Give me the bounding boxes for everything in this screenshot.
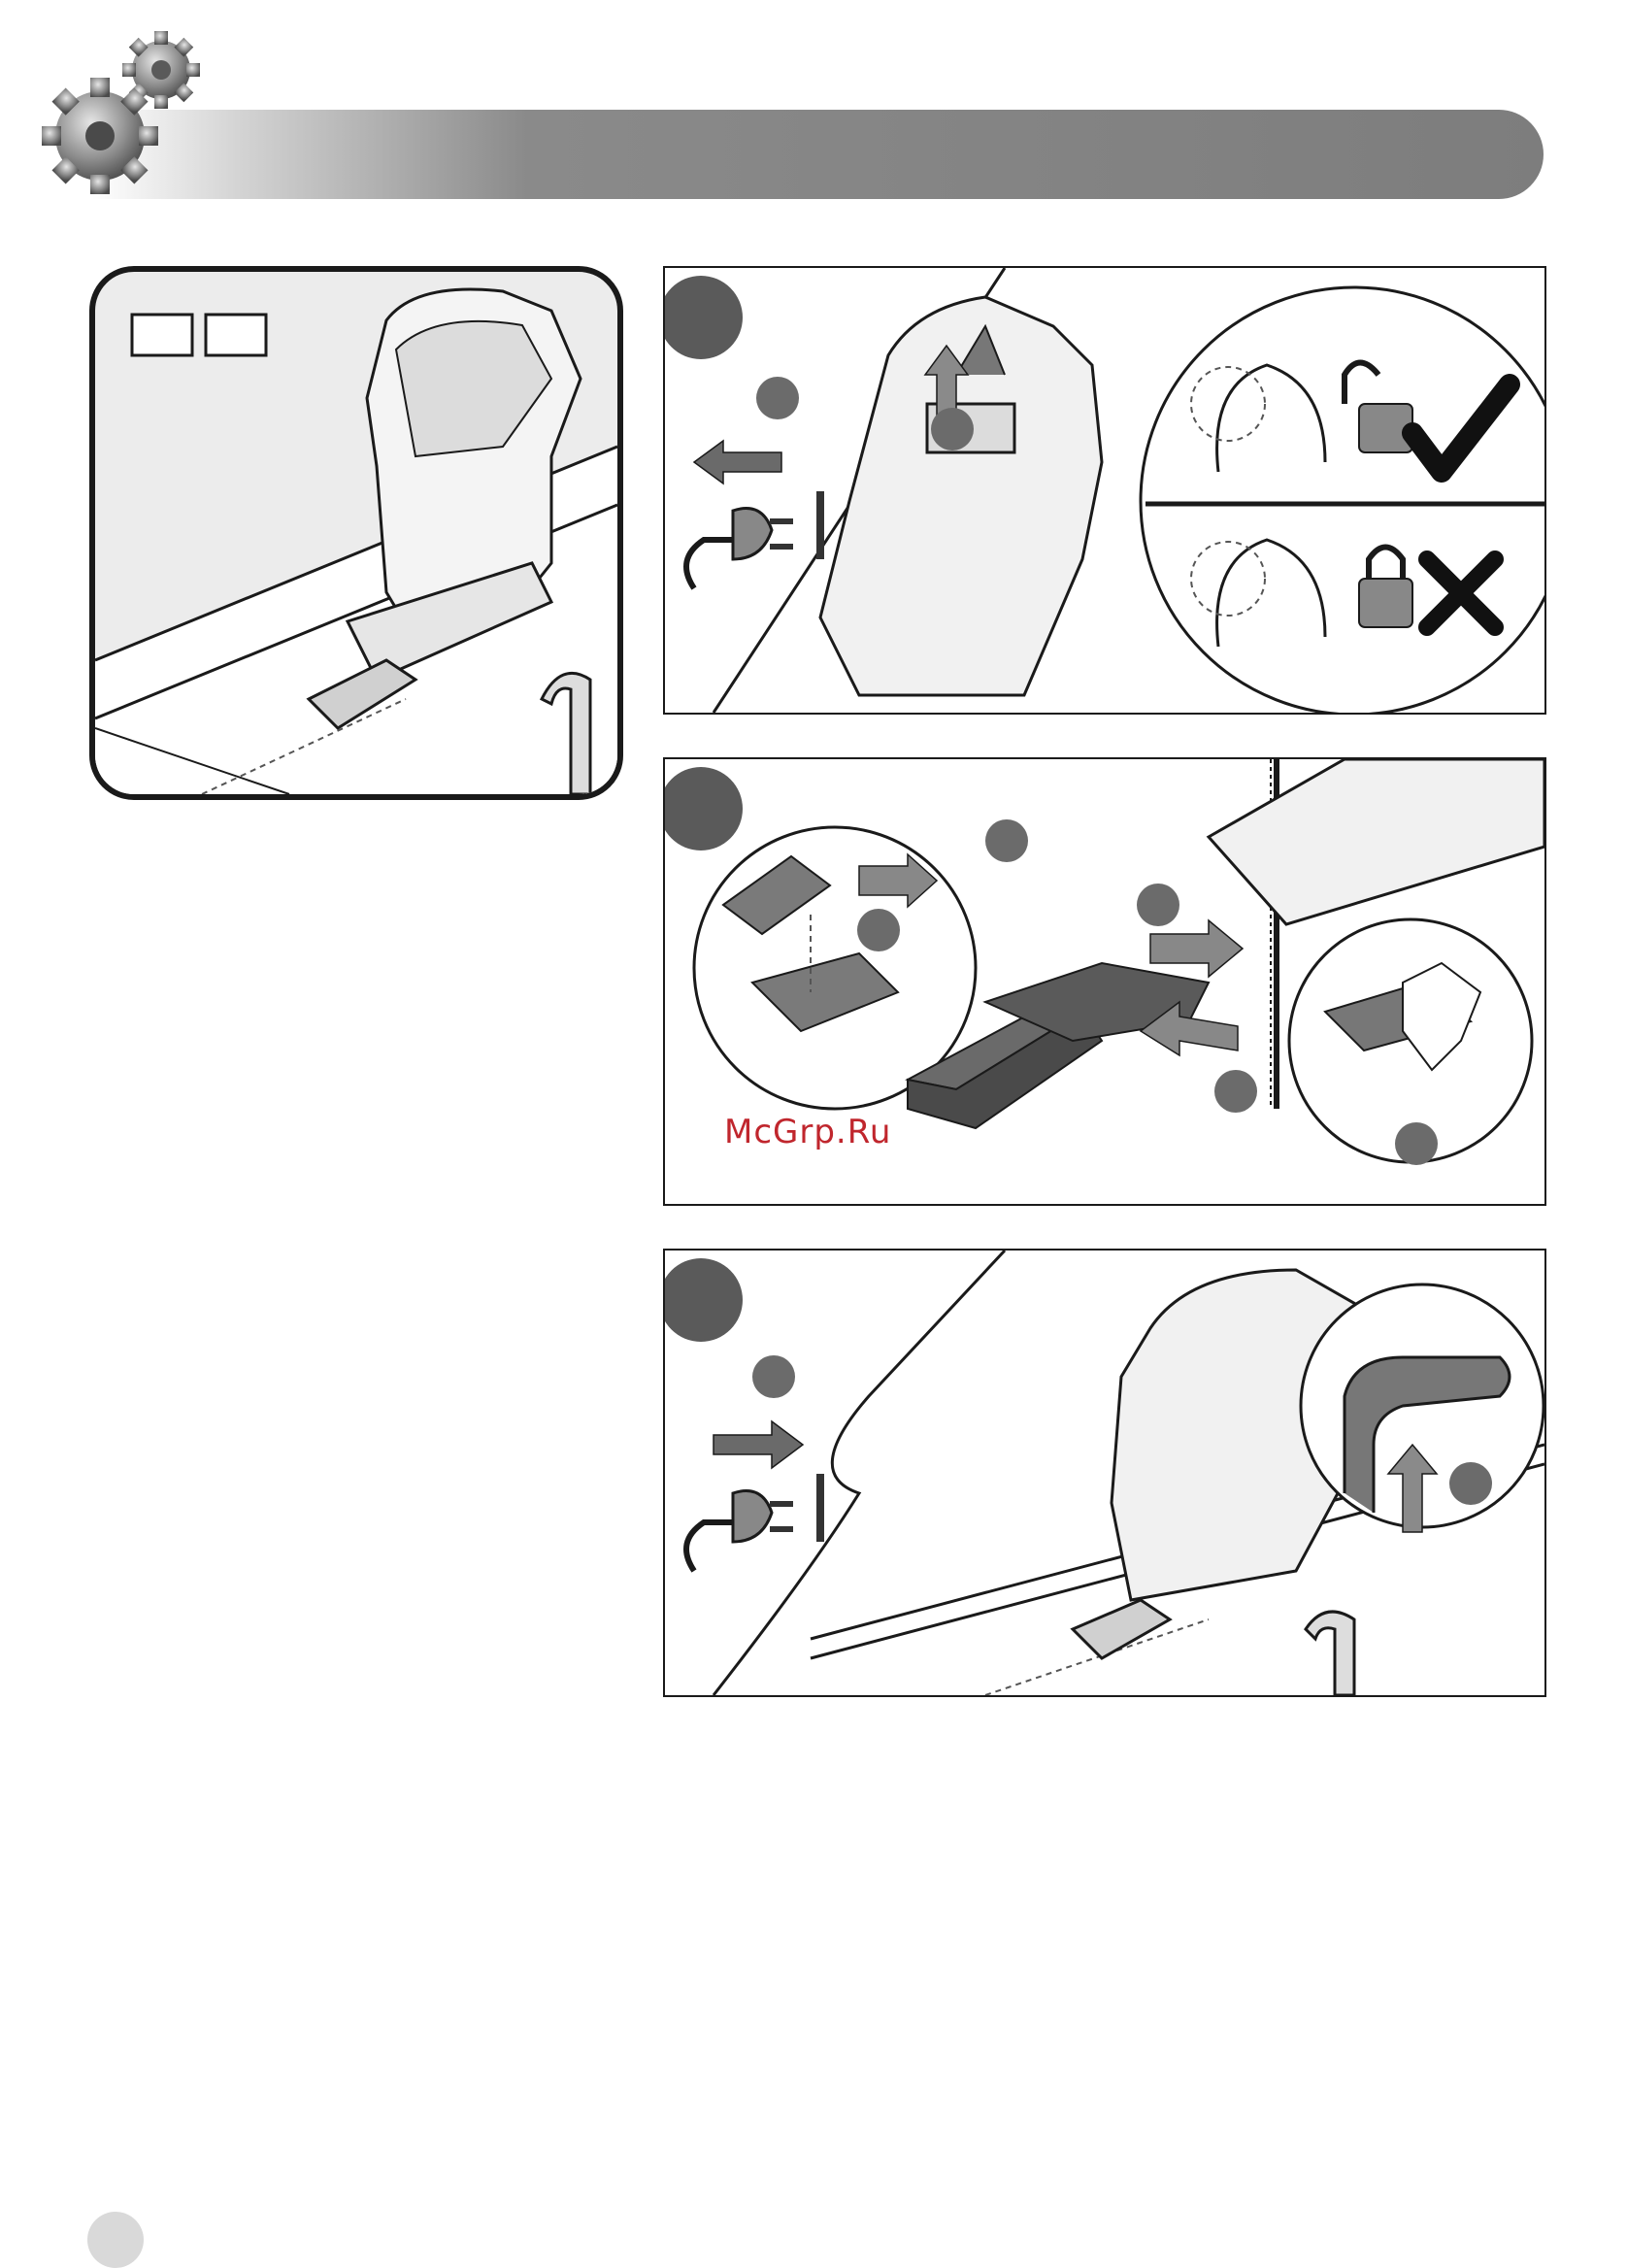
page-number-badge — [87, 2212, 144, 2268]
jigsaw-on-workbench-illustration — [95, 272, 617, 794]
watermark: McGrp.Ru — [724, 1113, 891, 1151]
step-badge-2 — [663, 767, 743, 850]
step-panel-1 — [663, 266, 1546, 715]
sub-step-badge — [1214, 1070, 1257, 1113]
sub-step-badge — [1395, 1122, 1438, 1165]
unplug-and-blade-lock-illustration — [665, 268, 1544, 713]
sub-step-badge — [985, 819, 1028, 862]
step-panel-3 — [663, 1249, 1546, 1697]
sub-step-badge — [1449, 1462, 1492, 1505]
plug-in-and-blade-lock-illustration — [665, 1251, 1544, 1695]
sub-step-badge — [931, 408, 974, 450]
step-badge-1 — [663, 276, 743, 359]
intro-panel — [89, 266, 623, 800]
sub-step-badge — [857, 909, 900, 951]
header-bar — [92, 110, 1544, 199]
step-badge-3 — [663, 1258, 743, 1342]
sub-step-badge — [752, 1355, 795, 1398]
sub-step-badge — [756, 377, 799, 419]
gears-icon — [37, 29, 212, 204]
sub-step-badge — [1137, 884, 1179, 926]
